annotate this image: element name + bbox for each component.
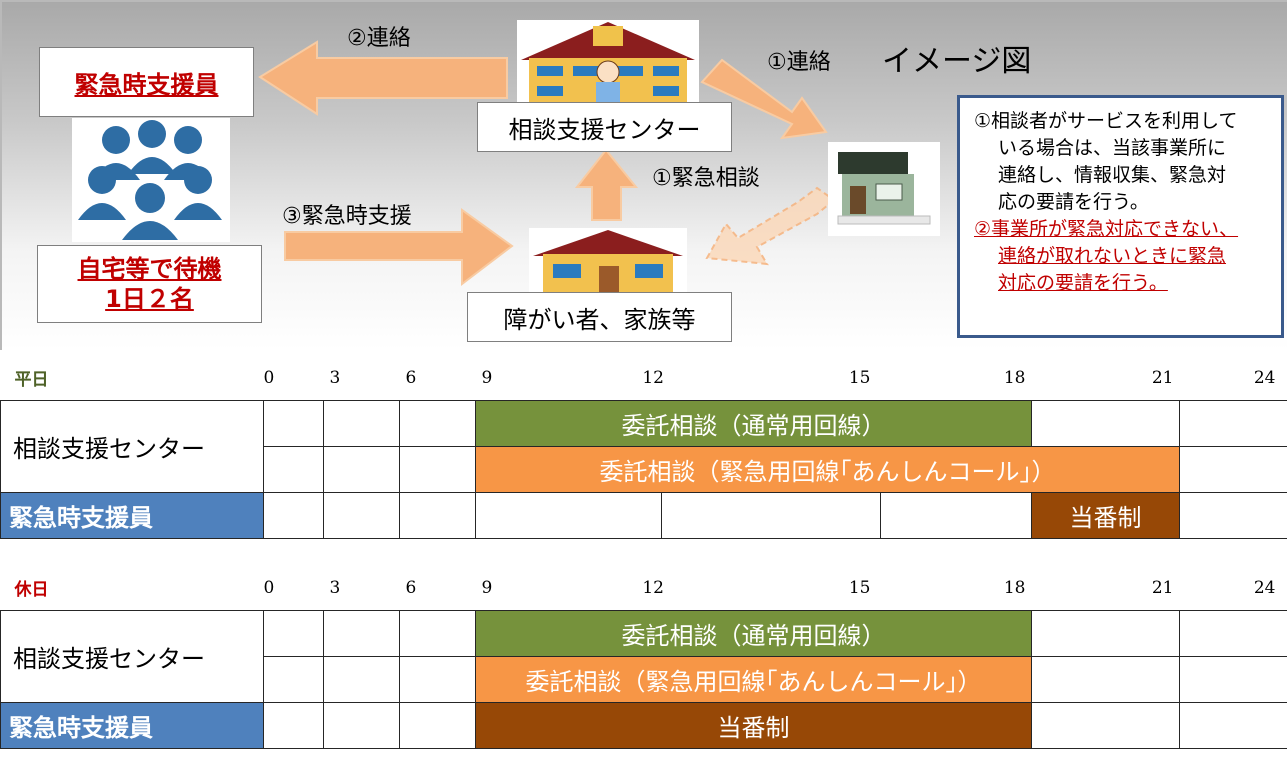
weekday-normal-line-bar: 委託相談（通常用回線） xyxy=(475,399,1032,447)
weekday-staff-row: 緊急時支援員 当番制 xyxy=(0,491,1287,539)
arrow-label-contact-2: ②連絡 xyxy=(347,26,411,51)
home-building-icon xyxy=(529,228,687,298)
hour-label: 6 xyxy=(405,367,417,388)
arrow-contact-1 xyxy=(700,58,828,140)
center-building-icon xyxy=(517,20,699,108)
hour-label: 3 xyxy=(329,577,341,598)
arrow-emergency-support xyxy=(284,208,514,287)
note-line-6: 連絡が取れないときに緊急 xyxy=(998,245,1227,267)
hour-label: 18 xyxy=(1003,367,1026,388)
weekday-schedule: 平日 0 3 6 9 12 15 18 21 24 相談支援センター 委託相談（通… xyxy=(0,356,1287,539)
service-office-icon xyxy=(828,142,940,236)
holiday-staff-label: 緊急時支援員 xyxy=(0,701,264,749)
explanation-note: ①相談者がサービスを利用して いる場合は、当該事業所に 連絡し、情報収集、緊急対… xyxy=(957,95,1284,338)
hour-label: 3 xyxy=(329,367,341,388)
home-label: 障がい者、家族等 xyxy=(503,305,696,334)
hour-label: 0 xyxy=(263,577,275,598)
center-label-box: 相談支援センター xyxy=(477,102,732,152)
hour-label: 21 xyxy=(1151,367,1174,388)
arrow-emergency-consult xyxy=(574,148,639,221)
hour-label: 9 xyxy=(481,577,493,598)
holiday-center-normal-row: 相談支援センター 委託相談（通常用回線） xyxy=(0,609,1287,703)
weekday-center-label: 相談支援センター xyxy=(0,399,264,493)
holiday-normal-line-bar: 委託相談（通常用回線） xyxy=(475,609,1032,657)
center-label: 相談支援センター xyxy=(508,115,701,144)
hour-label: 9 xyxy=(481,367,493,388)
note-line-2: いる場合は、当該事業所に xyxy=(998,137,1227,159)
weekday-staff-label: 緊急時支援員 xyxy=(0,491,264,539)
note-line-5: ②事業所が緊急対応できない、 xyxy=(974,218,1239,240)
hour-label: 0 xyxy=(263,367,275,388)
standby-caption-2: 1日２名 xyxy=(105,285,194,313)
weekday-hour-header: 平日 0 3 6 9 12 15 18 21 24 xyxy=(1,356,1287,400)
diagram-title: イメージ図 xyxy=(882,44,1032,79)
holiday-duty-bar: 当番制 xyxy=(475,701,1032,749)
weekday-emergency-line-bar: 委託相談（緊急用回線｢あんしんコール｣） xyxy=(475,445,1180,493)
hour-label: 12 xyxy=(642,367,664,388)
note-line-4: 応の要請を行う。 xyxy=(998,191,1149,213)
arrow-contact-2 xyxy=(258,40,508,116)
people-icon xyxy=(72,118,230,242)
hour-label: 24 xyxy=(1253,367,1276,388)
weekday-title: 平日 xyxy=(14,370,49,391)
weekday-center-normal-row: 相談支援センター 委託相談（通常用回線） xyxy=(0,399,1287,493)
arrow-label-contact-1: ①連絡 xyxy=(767,50,831,75)
hour-label: 6 xyxy=(405,577,417,598)
holiday-title: 休日 xyxy=(14,580,49,601)
hour-label: 21 xyxy=(1151,577,1174,598)
emergency-staff-title-box: 緊急時支援員 xyxy=(39,47,254,117)
note-line-3: 連絡し、情報収集、緊急対 xyxy=(998,164,1227,186)
image-diagram: 緊急時支援員 自宅等で待機 1日２名 xyxy=(0,0,1287,350)
arrow-label-emergency-support: ③緊急時支援 xyxy=(282,204,412,229)
weekday-duty-bar: 当番制 xyxy=(1031,491,1180,539)
hour-label: 24 xyxy=(1253,577,1276,598)
standby-caption-box: 自宅等で待機 1日２名 xyxy=(37,245,262,323)
arrow-label-emergency-consult: ①緊急相談 xyxy=(652,166,760,191)
hour-label: 15 xyxy=(848,577,871,598)
holiday-center-label: 相談支援センター xyxy=(0,609,264,703)
hour-label: 15 xyxy=(848,367,871,388)
holiday-schedule: 休日 0 3 6 9 12 15 18 21 24 相談支援センター 委託相談（通… xyxy=(0,566,1287,749)
standby-caption-1: 自宅等で待機 xyxy=(77,255,222,283)
holiday-staff-row: 緊急時支援員 当番制 xyxy=(0,701,1287,749)
hour-label: 12 xyxy=(642,577,664,598)
flow-arrows xyxy=(258,40,836,287)
emergency-staff-title: 緊急時支援員 xyxy=(74,70,219,99)
weekday-center-emergency-row: 委託相談（緊急用回線｢あんしんコール｣） xyxy=(1,445,1287,493)
arrow-home-return xyxy=(705,186,836,266)
note-line-7: 対応の要請を行う。 xyxy=(998,272,1168,294)
holiday-emergency-line-bar: 委託相談（緊急用回線｢あんしんコール｣） xyxy=(475,655,1032,703)
holiday-hour-header: 休日 0 3 6 9 12 15 18 21 24 xyxy=(1,566,1287,610)
hour-label: 18 xyxy=(1003,577,1026,598)
note-line-1: ①相談者がサービスを利用して xyxy=(974,110,1238,132)
home-label-box: 障がい者、家族等 xyxy=(467,292,732,342)
holiday-center-emergency-row: 委託相談（緊急用回線｢あんしんコール｣） xyxy=(1,655,1287,703)
